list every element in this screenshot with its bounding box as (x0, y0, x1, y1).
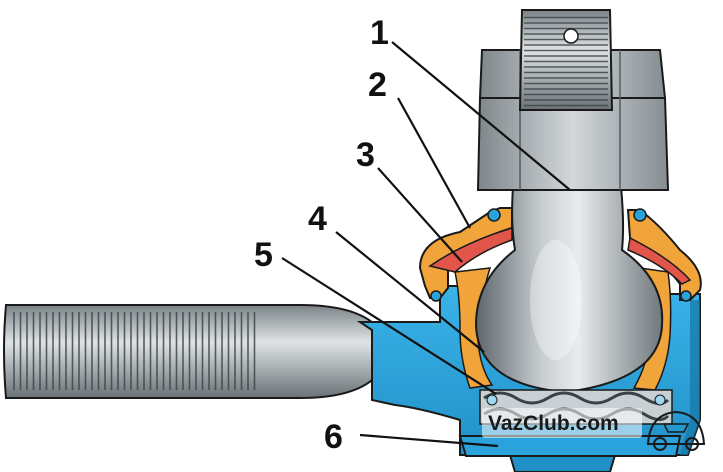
callout-4: 4 (308, 200, 327, 238)
watermark: VazClub.com (482, 408, 706, 451)
car-logo-icon (646, 410, 706, 451)
callout-1: 1 (370, 14, 389, 52)
callout-3: 3 (356, 136, 375, 174)
threaded-stud (518, 9, 614, 111)
threaded-rod (3, 304, 381, 399)
callout-5: 5 (254, 236, 273, 274)
leader-lines (281, 41, 571, 448)
callout-6: 6 (324, 418, 343, 456)
watermark-text: VazClub.com (488, 412, 619, 435)
callout-2: 2 (368, 66, 387, 104)
